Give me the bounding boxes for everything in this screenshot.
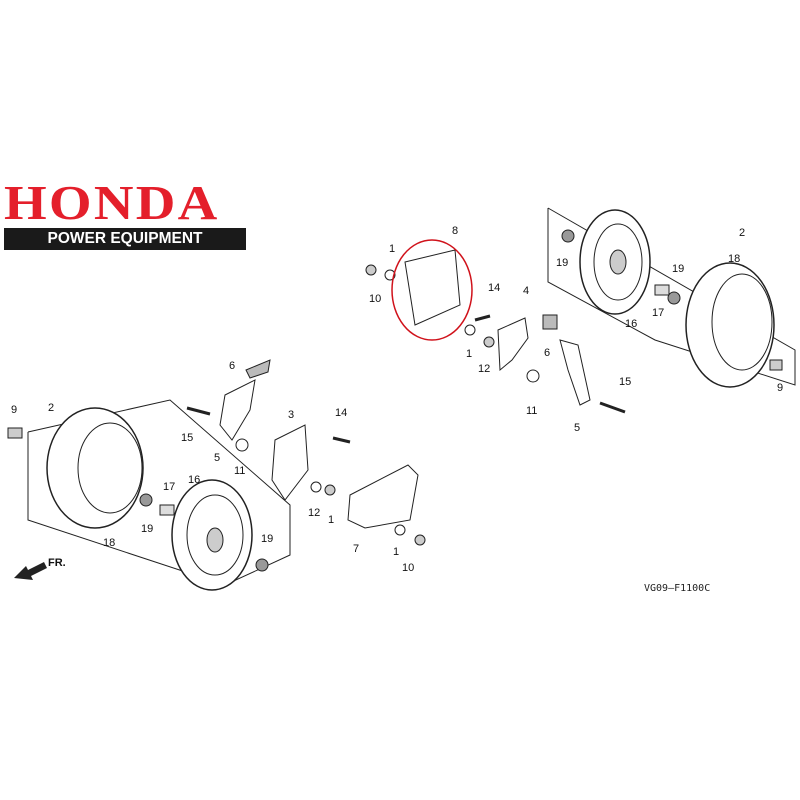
front-label: FR. bbox=[48, 557, 66, 569]
callout-16: 16 bbox=[188, 474, 200, 486]
callout-17: 17 bbox=[652, 307, 664, 319]
highlight-circle bbox=[391, 239, 473, 341]
callout-9: 9 bbox=[11, 404, 17, 416]
front-arrow-icon bbox=[14, 562, 47, 580]
callout-12: 12 bbox=[308, 507, 320, 519]
diagram-code: VG09–F1100C bbox=[644, 583, 710, 594]
callout-4: 4 bbox=[523, 285, 529, 297]
callout-19: 19 bbox=[672, 263, 684, 275]
callout-11: 11 bbox=[526, 405, 537, 417]
callout-18: 18 bbox=[728, 253, 740, 265]
bushing-6 bbox=[542, 314, 558, 330]
collar bbox=[654, 284, 670, 296]
bracket-3 bbox=[271, 424, 309, 501]
callout-1: 1 bbox=[389, 243, 395, 255]
callout-19: 19 bbox=[556, 257, 568, 269]
callout-16: 16 bbox=[625, 318, 637, 330]
callout-5: 5 bbox=[574, 422, 580, 434]
callout-9: 9 bbox=[777, 382, 783, 394]
callout-10: 10 bbox=[369, 293, 381, 305]
bolt bbox=[769, 359, 783, 371]
left-frame bbox=[27, 399, 291, 586]
logo-tagline: POWER EQUIPMENT bbox=[4, 228, 246, 250]
callout-1: 1 bbox=[466, 348, 472, 360]
callout-15: 15 bbox=[619, 376, 631, 388]
callout-17: 17 bbox=[163, 481, 175, 493]
honda-logo: HONDA POWER EQUIPMENT bbox=[4, 178, 246, 250]
cover-7 bbox=[347, 464, 419, 529]
callout-8: 8 bbox=[452, 225, 458, 237]
nut bbox=[561, 229, 575, 243]
callout-19: 19 bbox=[141, 523, 153, 535]
clip-6 bbox=[245, 359, 271, 379]
callout-7: 7 bbox=[353, 543, 359, 555]
callout-5: 5 bbox=[214, 452, 220, 464]
callout-19: 19 bbox=[261, 533, 273, 545]
callout-1: 1 bbox=[393, 546, 399, 558]
callout-1: 1 bbox=[328, 514, 334, 526]
callout-18: 18 bbox=[103, 537, 115, 549]
callout-14: 14 bbox=[335, 407, 347, 419]
callout-6: 6 bbox=[544, 347, 550, 359]
callout-2: 2 bbox=[48, 402, 54, 414]
bracket-4 bbox=[497, 317, 529, 372]
callout-3: 3 bbox=[288, 409, 294, 421]
callout-12: 12 bbox=[478, 363, 490, 375]
cover-8 bbox=[404, 249, 461, 326]
nut bbox=[667, 291, 681, 305]
callout-11: 11 bbox=[234, 465, 245, 477]
lever-5-left bbox=[219, 379, 256, 441]
callout-15: 15 bbox=[181, 432, 193, 444]
logo-brand: HONDA bbox=[4, 175, 220, 230]
callout-10: 10 bbox=[402, 562, 414, 574]
lever-5 bbox=[559, 339, 591, 406]
callout-6: 6 bbox=[229, 360, 235, 372]
callout-14: 14 bbox=[488, 282, 500, 294]
callout-2: 2 bbox=[739, 227, 745, 239]
